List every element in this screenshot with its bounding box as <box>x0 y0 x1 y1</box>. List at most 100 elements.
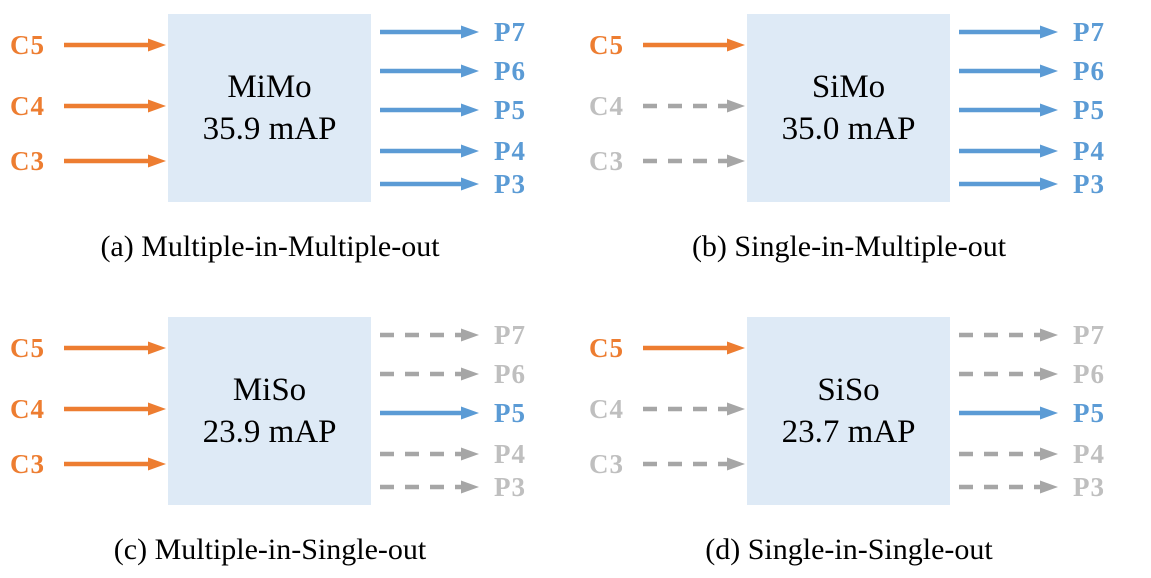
input-row-c5: C5 <box>589 333 746 363</box>
input-row-c3: C3 <box>589 449 746 479</box>
arrow-right-icon <box>959 103 1058 117</box>
output-row-p3: P3 <box>959 472 1105 502</box>
arrow-right-icon <box>959 144 1058 158</box>
arrow-right-icon <box>643 457 745 471</box>
output-row-p5: P5 <box>380 95 526 125</box>
arrow-right-icon <box>64 457 166 471</box>
module-box: SiSo 23.7 mAP <box>747 317 950 505</box>
output-label-p7: P7 <box>1073 319 1105 350</box>
output-label-p5: P5 <box>494 397 526 428</box>
output-row-p4: P4 <box>959 439 1105 469</box>
input-label-c5: C5 <box>589 332 624 363</box>
output-label-p3: P3 <box>1073 471 1105 502</box>
arrow-right-icon <box>959 64 1058 78</box>
output-row-p5: P5 <box>959 95 1105 125</box>
output-label-p6: P6 <box>1073 55 1105 86</box>
arrow-right-icon <box>380 25 479 39</box>
arrow-right-icon <box>959 480 1058 494</box>
output-label-p4: P4 <box>494 135 526 166</box>
input-label-c4: C4 <box>589 393 624 424</box>
panel-siso: C5 C4 C3 SiSo 23.7 mAP P7 P6 P5 P <box>579 303 1151 578</box>
output-row-p7: P7 <box>380 17 526 47</box>
arrow-right-icon <box>643 38 745 52</box>
arrow-right-icon <box>643 99 745 113</box>
input-row-c5: C5 <box>10 30 167 60</box>
arrow-right-icon <box>380 103 479 117</box>
arrow-right-icon <box>380 406 479 420</box>
output-row-p6: P6 <box>380 359 526 389</box>
arrow-right-icon <box>959 367 1058 381</box>
output-row-p6: P6 <box>959 56 1105 86</box>
arrow-right-icon <box>64 402 166 416</box>
arrow-right-icon <box>380 328 479 342</box>
arrow-right-icon <box>959 447 1058 461</box>
panel-caption: (c) Multiple-in-Single-out <box>113 533 427 566</box>
output-label-p6: P6 <box>494 358 526 389</box>
input-label-c4: C4 <box>10 393 45 424</box>
output-label-p4: P4 <box>494 438 526 469</box>
output-row-p3: P3 <box>959 169 1105 199</box>
arrow-right-icon <box>643 341 745 355</box>
module-name: MiMo <box>227 69 312 105</box>
panel-simo: C5 C4 C3 SiMo 35.0 mAP P7 P6 P5 P <box>579 0 1151 290</box>
module-box: MiMo 35.9 mAP <box>168 14 371 202</box>
arrow-right-icon <box>959 25 1058 39</box>
input-label-c5: C5 <box>589 29 624 60</box>
output-row-p7: P7 <box>959 320 1105 350</box>
output-row-p6: P6 <box>380 56 526 86</box>
panel-caption: (a) Multiple-in-Multiple-out <box>100 230 440 263</box>
arrow-right-icon <box>380 177 479 191</box>
output-row-p3: P3 <box>380 472 526 502</box>
arrow-right-icon <box>64 38 166 52</box>
panel-mimo: C5 C4 C3 MiMo 35.9 mAP P7 P6 P5 P <box>0 0 572 290</box>
arrow-right-icon <box>380 367 479 381</box>
input-row-c4: C4 <box>10 91 167 121</box>
input-row-c5: C5 <box>10 333 167 363</box>
output-row-p7: P7 <box>380 320 526 350</box>
arrow-right-icon <box>959 406 1058 420</box>
output-label-p6: P6 <box>1073 358 1105 389</box>
input-label-c4: C4 <box>10 90 45 121</box>
output-label-p5: P5 <box>1073 397 1105 428</box>
module-box: SiMo 35.0 mAP <box>747 14 950 202</box>
input-row-c4: C4 <box>589 394 746 424</box>
panel-caption: (b) Single-in-Multiple-out <box>691 230 1007 263</box>
output-label-p5: P5 <box>1073 94 1105 125</box>
arrow-right-icon <box>380 144 479 158</box>
module-name: MiSo <box>232 372 307 408</box>
output-row-p7: P7 <box>959 17 1105 47</box>
output-label-p4: P4 <box>1073 135 1105 166</box>
module-box: MiSo 23.9 mAP <box>168 317 371 505</box>
arrow-right-icon <box>64 154 166 168</box>
input-row-c3: C3 <box>589 146 746 176</box>
module-name: SiSo <box>817 372 880 408</box>
output-label-p4: P4 <box>1073 438 1105 469</box>
input-row-c4: C4 <box>589 91 746 121</box>
input-row-c3: C3 <box>10 146 167 176</box>
input-row-c3: C3 <box>10 449 167 479</box>
arrow-right-icon <box>380 447 479 461</box>
output-row-p3: P3 <box>380 169 526 199</box>
output-label-p7: P7 <box>494 319 526 350</box>
output-label-p7: P7 <box>1073 16 1105 47</box>
output-label-p3: P3 <box>494 168 526 199</box>
output-row-p4: P4 <box>959 136 1105 166</box>
arrow-right-icon <box>64 99 166 113</box>
arrow-right-icon <box>380 64 479 78</box>
output-row-p6: P6 <box>959 359 1105 389</box>
arrow-right-icon <box>643 402 745 416</box>
input-label-c5: C5 <box>10 29 45 60</box>
output-label-p6: P6 <box>494 55 526 86</box>
output-row-p5: P5 <box>959 398 1105 428</box>
input-label-c3: C3 <box>589 145 624 176</box>
arrow-right-icon <box>380 480 479 494</box>
panel-caption: (d) Single-in-Single-out <box>705 533 993 566</box>
arrow-right-icon <box>959 177 1058 191</box>
input-row-c4: C4 <box>10 394 167 424</box>
arrow-right-icon <box>959 328 1058 342</box>
input-label-c3: C3 <box>10 448 45 479</box>
panel-miso: C5 C4 C3 MiSo 23.9 mAP P7 P6 P5 P <box>0 303 572 578</box>
output-label-p3: P3 <box>1073 168 1105 199</box>
output-row-p4: P4 <box>380 136 526 166</box>
